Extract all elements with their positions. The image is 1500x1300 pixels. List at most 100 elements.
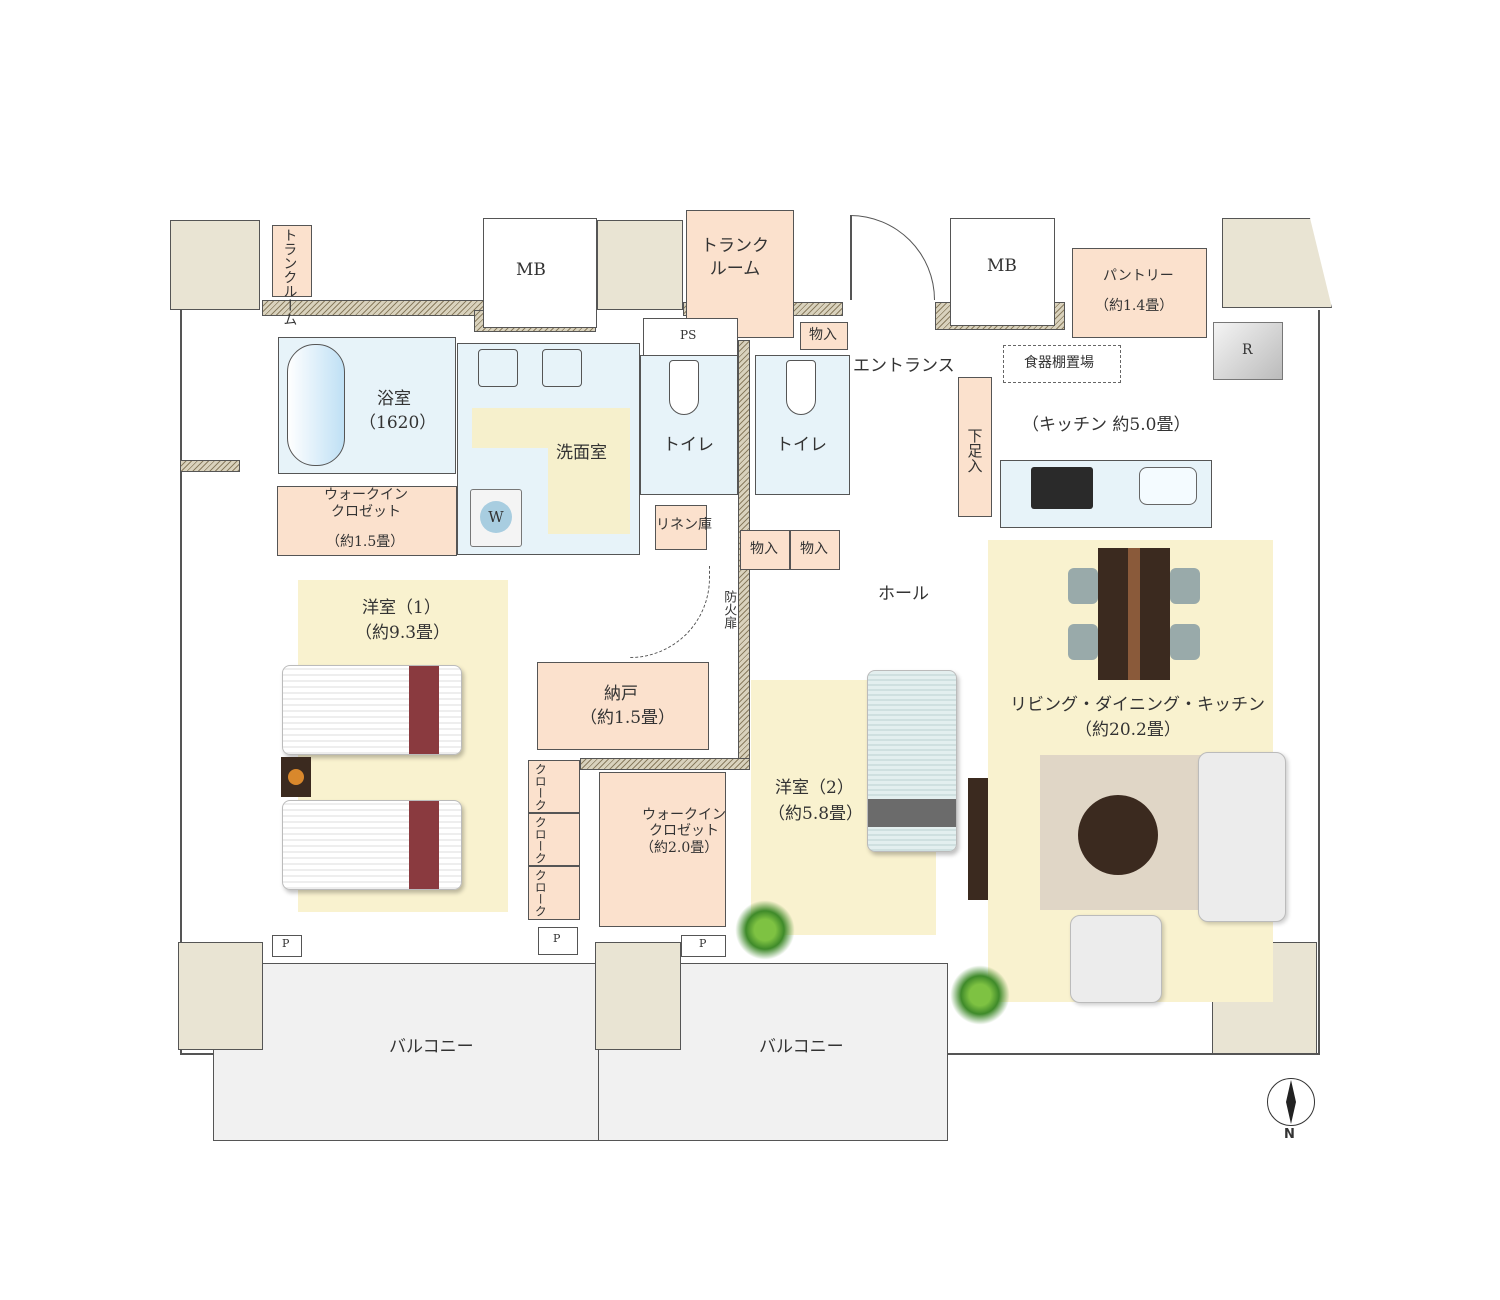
cloak-1[interactable]: クローク <box>528 760 580 813</box>
dining-table <box>1098 548 1170 680</box>
mb-left: MB <box>483 218 597 328</box>
fridge-label: R <box>1242 342 1253 358</box>
ps-label: PS <box>680 328 697 342</box>
walk-in-closet-2[interactable]: ウォークイン クロゼット （約2.0畳） <box>599 772 726 927</box>
pipe-3: P <box>681 935 726 957</box>
armchair <box>1070 915 1162 1003</box>
cloak-2[interactable]: クローク <box>528 813 580 866</box>
trunk-room-small-label: トランクルーム <box>281 228 298 326</box>
closet-room-size: （約1.5畳） <box>580 708 676 728</box>
pantry-label: パントリー <box>1103 268 1174 284</box>
closet-room[interactable]: 納戸 （約1.5畳） <box>537 662 709 750</box>
fire-door-label: 防火扉 <box>721 590 737 629</box>
bathtub <box>287 344 345 466</box>
toilet-icon <box>669 360 699 415</box>
kitchen-label: （キッチン 約5.0畳） <box>1022 415 1191 435</box>
washroom[interactable]: 洗面室 W <box>457 343 640 555</box>
wic-2-label: ウォークイン クロゼット <box>642 807 726 840</box>
pillar <box>178 942 263 1050</box>
trunk-room-small[interactable]: トランクルーム <box>272 225 312 326</box>
closet-room-label: 納戸 <box>604 684 638 704</box>
wic-1-size: （約1.5畳） <box>326 534 405 550</box>
pantry-size: （約1.4畳） <box>1095 298 1174 314</box>
mb-right-label: MB <box>987 256 1017 276</box>
wall-core-h <box>580 758 750 770</box>
linen-closet[interactable]: リネン庫 <box>655 505 712 550</box>
cloak-3[interactable]: クローク <box>528 866 580 920</box>
bedroom-1-size: （約9.3畳） <box>355 623 451 643</box>
table-runner <box>1128 548 1140 680</box>
dining-chair <box>1068 624 1098 660</box>
trunk-room[interactable]: トランク ルーム <box>686 210 794 338</box>
storage-entrance[interactable]: 物入 <box>800 322 848 350</box>
toilet-2[interactable]: トイレ <box>755 355 850 495</box>
pillar <box>1222 218 1332 308</box>
compass-label: N <box>1284 1127 1295 1142</box>
ldk-size: （約20.2畳） <box>1075 720 1181 740</box>
bathroom-label: 浴室 <box>377 389 411 409</box>
vanity-sink <box>478 349 518 387</box>
cloak-3-label: クローク <box>533 869 548 917</box>
storage-2[interactable]: 物入 <box>790 530 840 570</box>
dish-shelf-area: 食器棚置場 <box>1003 345 1121 383</box>
kitchen-sink <box>1139 467 1197 505</box>
bedroom-1-label: 洋室（1） <box>362 598 441 618</box>
mb-right: MB <box>950 218 1055 326</box>
shoe-storage[interactable]: 下足入 <box>958 377 992 517</box>
toilet-1[interactable]: トイレ <box>640 355 738 495</box>
mb-left-label: MB <box>516 260 546 280</box>
balcony-1[interactable]: バルコニー <box>213 963 598 1141</box>
pipe-space: PS <box>643 318 738 356</box>
compass-circle <box>1267 1078 1315 1126</box>
coffee-table <box>1078 795 1158 875</box>
plant <box>735 900 795 960</box>
wall-left <box>180 460 240 472</box>
storage-1-label: 物入 <box>750 541 778 557</box>
fridge: R <box>1213 322 1283 380</box>
bed-runner <box>409 801 439 889</box>
pantry[interactable]: パントリー （約1.4畳） <box>1072 248 1207 338</box>
washing-machine: W <box>470 489 522 547</box>
storage-2-label: 物入 <box>800 541 828 557</box>
toilet-icon <box>786 360 816 415</box>
bed-runner <box>868 799 956 827</box>
sofa <box>1198 752 1286 922</box>
pipe-2: P <box>538 927 578 955</box>
walk-in-closet-1[interactable]: ウォークイン クロゼット （約1.5畳） <box>277 486 457 556</box>
pillar <box>170 220 260 310</box>
pipe-3-label: P <box>699 937 707 950</box>
hall-label: ホール <box>878 584 929 604</box>
toilet-2-label: トイレ <box>776 435 827 455</box>
entrance-door[interactable] <box>850 215 935 300</box>
cloak-1-label: クローク <box>533 763 548 811</box>
toilet-1-label: トイレ <box>663 435 714 455</box>
north-arrow-icon <box>1286 1080 1296 1124</box>
compass: N <box>1265 1078 1317 1148</box>
ldk-label: リビング・ダイニング・キッチン <box>1010 695 1265 715</box>
balcony-2-label: バルコニー <box>759 1037 844 1057</box>
dining-chair <box>1068 568 1098 604</box>
storage-entrance-label: 物入 <box>809 327 837 343</box>
pillar <box>597 220 683 310</box>
cloak-2-label: クローク <box>533 816 548 864</box>
pipe-1-label: P <box>282 937 290 950</box>
pipe-2-label: P <box>553 932 561 945</box>
washer-label: W <box>480 501 512 533</box>
bed-runner <box>409 666 439 754</box>
plant <box>950 965 1010 1025</box>
kitchen-counter <box>1000 460 1212 528</box>
washroom-floor-mat <box>548 444 630 534</box>
trunk-room-label: トランク ルーム <box>701 236 769 279</box>
pillar <box>595 942 681 1050</box>
bed <box>282 665 462 755</box>
bedroom-2-size: （約5.8畳） <box>768 804 864 824</box>
washroom-label: 洗面室 <box>556 443 607 463</box>
dish-shelf-label: 食器棚置場 <box>1024 355 1094 371</box>
cooktop <box>1031 467 1093 509</box>
entrance-label: エントランス <box>853 356 955 376</box>
storage-1[interactable]: 物入 <box>740 530 790 570</box>
bathroom[interactable]: 浴室 （1620） <box>278 337 456 474</box>
wic-2-size: （約2.0畳） <box>640 840 719 856</box>
vanity-sink <box>542 349 582 387</box>
nightstand <box>281 757 311 797</box>
